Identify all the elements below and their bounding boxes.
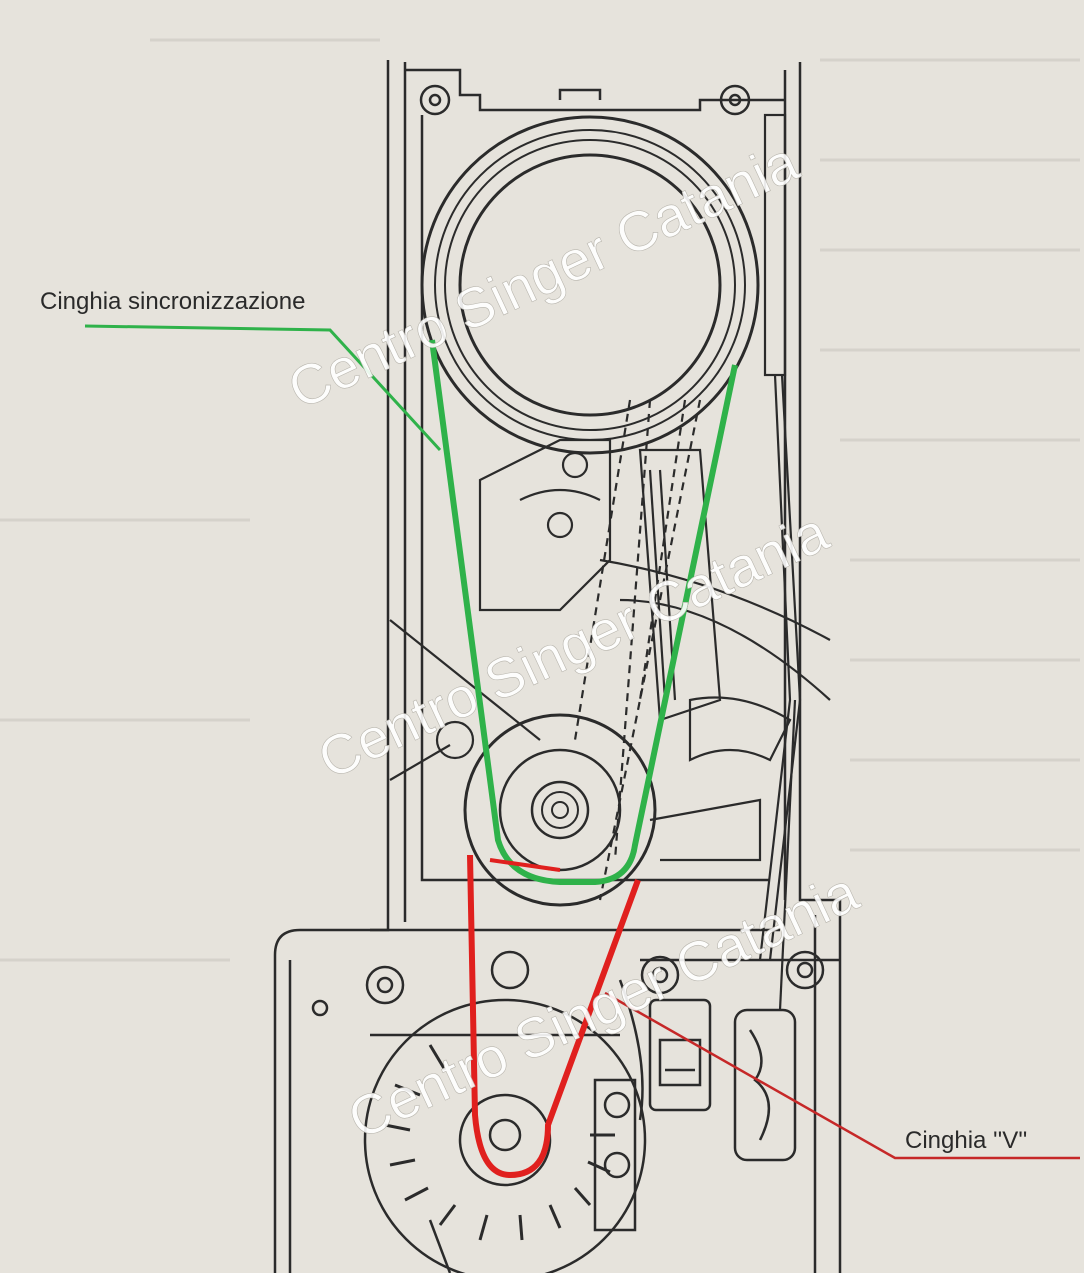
timing-belt [429,339,738,885]
leader-lines [84,324,1080,1160]
watermark-1: Centro Singer Catania [278,129,808,421]
v-belt-label: Cinghia ''V'' [905,1127,1028,1154]
v-belt-leader [604,991,1080,1160]
timing-belt-label: Cinghia sincronizzazione [40,288,306,315]
corner-bolts [311,84,825,1017]
background-page-texture [0,38,1080,962]
v-belt [467,854,641,1178]
upper-pulley [420,115,760,455]
right-cable [758,113,802,1011]
watermark-3: Centro Singer Catania [338,859,868,1151]
timing-belt-leader [84,324,442,452]
internal-mechanism [389,399,831,901]
